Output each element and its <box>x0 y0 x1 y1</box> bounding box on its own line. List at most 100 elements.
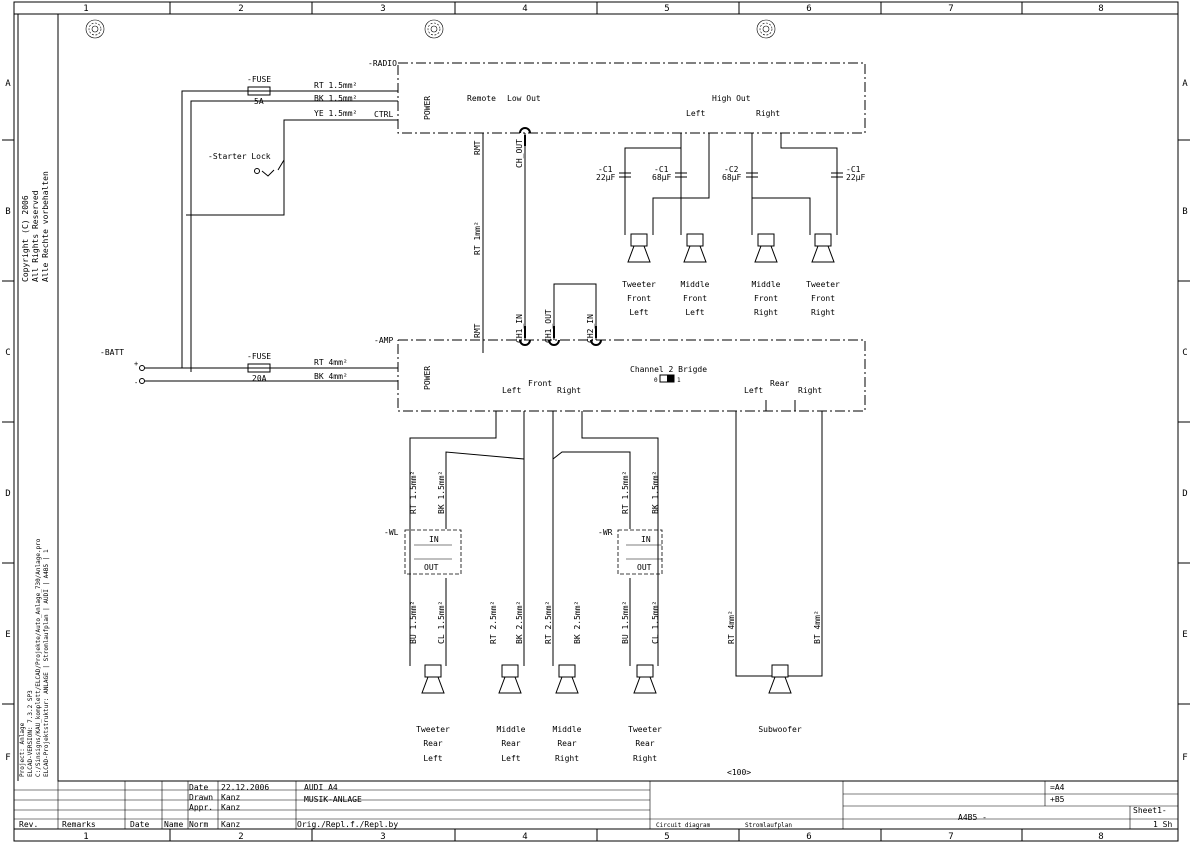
speaker-label: Tweeter <box>622 280 656 289</box>
speaker-label: Front <box>811 294 835 303</box>
speaker-label: Left <box>629 308 648 317</box>
tb-norm: Kanz <box>221 820 240 829</box>
capacitor-icon <box>619 172 631 178</box>
speaker-label: Middle <box>497 725 526 734</box>
col-label: 7 <box>948 4 953 14</box>
row-label: A <box>1182 79 1188 89</box>
tb-orig: Orig./Repl.f./Repl.by <box>297 820 398 829</box>
amp-output-wiring: -WL IN OUT -WR IN OUT <box>384 400 823 677</box>
tb-strom: Stromlaufplan <box>745 822 792 829</box>
switch-on-label: 1 <box>677 377 681 384</box>
row-label: C <box>5 348 10 358</box>
row-labels-right: A B C D E F <box>1182 79 1188 763</box>
row-label: A <box>5 79 11 89</box>
ch1-in-label: CH1_IN <box>515 314 524 343</box>
project-line: ELCAD-Projektstruktur: ANLAGE | Stromlau… <box>43 549 50 777</box>
fuse1-rating: 5A <box>254 97 264 106</box>
row-label: E <box>5 630 10 640</box>
speaker-label: Right <box>754 308 778 317</box>
bridge-switch-knob <box>667 375 674 382</box>
radio-supply-wiring: -FUSE 5A RT 1.5mm² BK 1.5mm² YE 1.5mm² -… <box>181 75 398 372</box>
cap-value: 68µF <box>722 173 741 182</box>
rear-right-label: Right <box>798 386 822 395</box>
wire-label: RT 1.5mm² <box>314 81 357 90</box>
amp-power-label: POWER <box>423 366 432 390</box>
speaker-icon <box>627 233 651 263</box>
front-right-label: Right <box>557 386 581 395</box>
wire-label: BU 1.5mm² <box>621 601 630 644</box>
capacitor-icon <box>831 172 843 178</box>
high-out-label: High Out <box>712 94 751 103</box>
cap-name: -C1 <box>598 165 613 174</box>
high-out-right-label: Right <box>756 109 780 118</box>
high-out-left-label: Left <box>686 109 705 118</box>
speaker-label: Subwoofer <box>758 725 802 734</box>
speaker-label: Front <box>754 294 778 303</box>
copyright-block: Copyright (C) 2006 All Rights Reserved A… <box>21 171 50 282</box>
speaker-label: Right <box>633 754 657 763</box>
sheet-frame <box>13 1 1179 842</box>
title-block <box>14 781 1178 829</box>
rmt-label: RMT <box>473 323 482 338</box>
capacitor-icon <box>746 172 758 178</box>
copyright-line: All Rights Reserved <box>31 190 40 282</box>
col-label: 5 <box>664 832 669 842</box>
front-left-label: Left <box>502 386 521 395</box>
tb-sheet-label: Sheet1- <box>1133 806 1167 815</box>
wire-label: BT 4mm² <box>813 610 822 644</box>
wire-label: CL 1.5mm² <box>651 601 660 644</box>
project-line: Project: Anlage <box>19 722 26 777</box>
row-label: D <box>1182 489 1187 499</box>
wire-label: YE 1.5mm² <box>314 109 357 118</box>
speaker-label: Tweeter <box>416 725 450 734</box>
remote-low-out-wiring: RMT RT 1mm² RMT CH_OUT CH1_IN CH1_OUT CH… <box>473 127 602 353</box>
row-label: F <box>1182 753 1187 763</box>
col-label: 5 <box>664 4 669 14</box>
speaker-label: Right <box>811 308 835 317</box>
cap-value: 22µF <box>596 173 615 182</box>
wr-in-label: IN <box>641 535 651 544</box>
project-info-block: Project: Anlage ELCAD-VERSION: 7.3.2 SP3… <box>19 538 50 777</box>
col-label: 8 <box>1098 4 1103 14</box>
capacitor-icon <box>675 172 687 178</box>
speaker-label: Front <box>627 294 651 303</box>
row-label: F <box>5 753 10 763</box>
wire-label: BK 4mm² <box>314 372 348 381</box>
tb-date2: Date <box>130 820 149 829</box>
radio-unit: -RADIO POWER CTRL Remote Low Out High Ou… <box>368 59 866 134</box>
row-label: B <box>5 207 10 217</box>
title-block-text: Date 22.12.2006 Drawn Kanz Appr. Kanz No… <box>19 783 1172 829</box>
wire-label: RT 4mm² <box>314 358 348 367</box>
wire-label: RT 2.5mm² <box>489 601 498 644</box>
amplifier-unit: -AMP POWER Front Left Right Rear Left Ri… <box>374 336 866 412</box>
wr-label: -WR <box>598 528 613 537</box>
row-label: B <box>1182 207 1187 217</box>
registration-mark-icon <box>85 19 105 39</box>
col-label: 4 <box>522 832 527 842</box>
speaker-label: Middle <box>553 725 582 734</box>
radio-label: -RADIO <box>368 59 397 68</box>
tb-remarks: Remarks <box>62 820 96 829</box>
wire-label: BK 1.5mm² <box>651 471 660 514</box>
ch-out-label: CH_OUT <box>515 139 524 168</box>
fuse-20a-icon <box>247 363 271 373</box>
speaker-label: Middle <box>681 280 710 289</box>
ch2-in-label: CH2_IN <box>586 314 595 343</box>
low-out-label: Low Out <box>507 94 541 103</box>
fuse-5a-icon <box>247 86 271 96</box>
wire-label: RT 1.5mm² <box>621 471 630 514</box>
row-label: C <box>1182 348 1187 358</box>
wire-label: RT 1mm² <box>473 221 482 255</box>
tb-name: Name <box>164 820 183 829</box>
copyright-line: Copyright (C) 2006 <box>21 195 30 282</box>
col-label: 1 <box>83 832 88 842</box>
tb-title1: AUDI A4 <box>304 783 338 792</box>
speaker-icon <box>754 233 778 263</box>
wire-label: BK 1.5mm² <box>314 94 357 103</box>
wire-label: BU 1.5mm² <box>409 601 418 644</box>
speaker-label: Middle <box>752 280 781 289</box>
col-label: 3 <box>380 832 385 842</box>
speaker-label: Left <box>685 308 704 317</box>
ch1-out-label: CH1_OUT <box>544 309 553 343</box>
